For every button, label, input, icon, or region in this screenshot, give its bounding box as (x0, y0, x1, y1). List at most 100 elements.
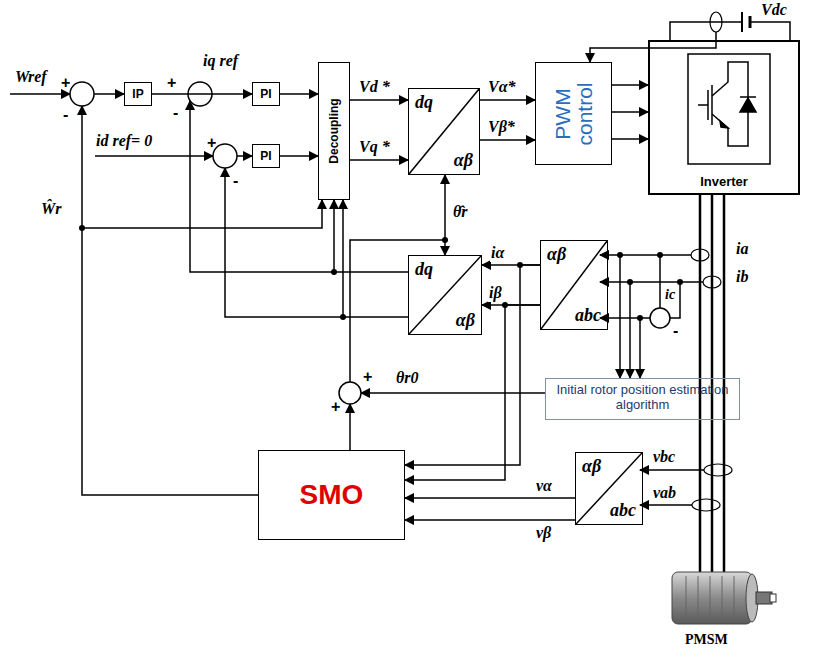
signal-name: id ref= 0 (95, 132, 153, 150)
signal-wire (640, 469, 704, 471)
node-text: Decoupling (327, 98, 341, 163)
diagonal-line (409, 89, 479, 174)
signal-connector (480, 139, 535, 141)
node-text: IP (132, 87, 143, 101)
junction-dot (340, 314, 346, 320)
junction-dot (627, 279, 633, 285)
signal-connector (350, 99, 408, 101)
signal-connector (480, 99, 535, 101)
signal-wire (94, 93, 124, 95)
signal-wire (349, 404, 351, 450)
signal-connector (612, 138, 648, 140)
sign: + (166, 74, 177, 92)
observer-box: SMO (258, 450, 405, 540)
pmsm-motor (770, 594, 776, 602)
signal-connector (350, 159, 408, 161)
sensor-ring (692, 499, 720, 511)
signal-wire (750, 22, 790, 40)
transform-block: αβabc (540, 240, 608, 330)
signal-wire (333, 200, 335, 272)
dc-battery (710, 12, 750, 32)
pwm-block: PWM control (535, 62, 612, 165)
node-text: αβ (454, 151, 473, 169)
signal-wire (190, 101, 408, 272)
summing-junction (339, 382, 361, 404)
signal-name: vbc (652, 448, 676, 466)
signal-connector (280, 155, 318, 157)
node-text: Inverter (700, 174, 748, 189)
node-text: dq (415, 260, 433, 278)
signal-wire (600, 281, 703, 283)
signal-name: vα (535, 477, 553, 495)
signal-wire (10, 22, 790, 505)
signal-wire (619, 255, 621, 378)
estimation-box: Initial rotor position estimation algori… (545, 378, 740, 420)
sign: - (172, 104, 179, 122)
signal-name: Vβ* (487, 118, 516, 136)
signal-wire (590, 32, 716, 62)
signal-wire (342, 200, 344, 317)
pmsm-motor (672, 572, 776, 624)
node-text: PI (260, 87, 271, 101)
node-text: Initial rotor position estimation algori… (546, 379, 739, 415)
signal-name: iα (490, 244, 505, 262)
signal-connector (405, 519, 575, 521)
pi-controller: PI (252, 144, 280, 168)
signal-connector (280, 93, 318, 95)
signal-name: ic (664, 287, 676, 303)
quantity-label: Vdc (760, 1, 788, 19)
signal-name: Vα* (487, 78, 517, 96)
signal-connector (405, 305, 540, 480)
dc-battery (749, 16, 752, 28)
node-text: dq (415, 93, 433, 111)
signal-wire (95, 155, 213, 157)
signal-wire (670, 22, 742, 40)
junction-dot (331, 269, 337, 275)
signal-name: vab (652, 484, 677, 502)
sign: + (60, 74, 71, 92)
signal-wire (10, 93, 70, 95)
signal-connector (152, 93, 252, 95)
diagonal-line (541, 241, 607, 329)
sensor-ring (691, 249, 732, 511)
signal-connector (444, 175, 446, 255)
junction-dot (677, 279, 683, 285)
signal-wire (82, 200, 322, 228)
node-text: αβ (547, 245, 566, 263)
signal-wire (225, 168, 408, 317)
summing-junction (650, 308, 670, 328)
signal-name: Wref (14, 68, 48, 86)
signal-name: ia (735, 240, 749, 258)
signal-name: θr0 (395, 369, 420, 387)
signal-connector (405, 497, 575, 499)
sign: - (232, 172, 239, 190)
igbt-symbol (711, 85, 713, 125)
igbt-symbol (698, 90, 708, 120)
junction-dot (637, 315, 643, 321)
igbt-symbol (740, 98, 756, 112)
decoupling-block: Decoupling (318, 62, 350, 200)
sign: - (672, 322, 679, 340)
igbt-symbol (688, 54, 770, 164)
signal-name: θ̂r (452, 203, 469, 221)
node-text: abc (610, 501, 636, 519)
igbt-symbol (688, 54, 770, 164)
summing-junction (70, 82, 94, 106)
sensor-ring (704, 464, 732, 476)
summing-junction (213, 144, 237, 168)
signal-name: Ŵr (40, 200, 62, 218)
transform-block: dq αβ (408, 88, 480, 175)
sign: - (62, 106, 69, 124)
signal-wire (237, 155, 252, 157)
sensor-ring (703, 276, 721, 288)
sensor-ring (691, 249, 709, 261)
inverter-box: Inverter (648, 40, 800, 195)
transform-block: dqαβ (408, 255, 482, 335)
node-text: SMO (300, 479, 364, 511)
signal-connector (612, 84, 648, 86)
ip-controller: IP (124, 82, 152, 106)
signal-name: vβ (535, 524, 552, 542)
signal-connector (405, 265, 540, 465)
pi-controller: PI (252, 82, 280, 106)
